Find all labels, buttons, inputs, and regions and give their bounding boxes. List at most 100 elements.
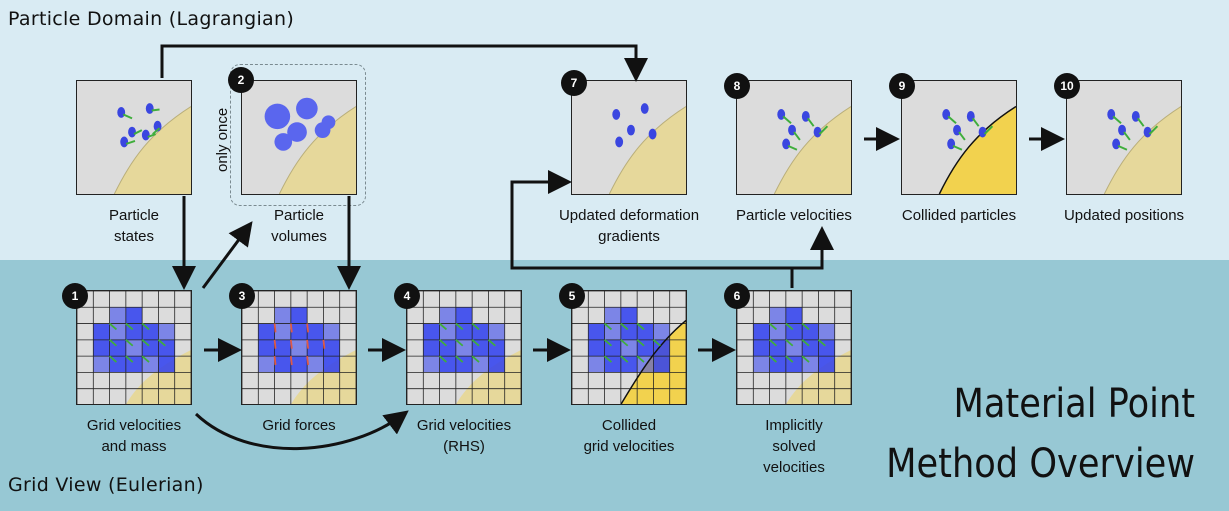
velocity-arrow [1136,117,1145,127]
velocity-arrow [438,322,448,331]
active-grid-cell [653,323,670,340]
step-number-badge: 2 [228,67,254,93]
active-grid-cell [158,323,175,340]
active-grid-cell [423,356,440,373]
velocity-arrow [133,129,143,135]
force-arrow [289,339,293,349]
active-grid-cell [125,307,143,324]
step-caption: Grid forces [209,415,389,436]
velocity-arrow [455,339,464,347]
velocity-arrow [471,339,480,347]
active-grid-cell [423,339,440,357]
step-number-badge: 10 [1054,73,1080,99]
velocity-arrow [1148,125,1159,135]
velocity-arrow [141,339,150,347]
velocity-arrow [785,355,794,363]
caption-line: velocities [763,459,825,476]
particle-dot [141,129,150,141]
active-grid-cell [93,339,110,357]
step-number-badge: 1 [62,283,88,309]
particle-dot [947,138,956,150]
active-grid-cell [488,356,505,373]
title-line-2: Method Overview [886,441,1195,487]
caption-line: Particle [273,207,325,224]
velocity-arrow [768,322,778,331]
active-grid-cell [423,323,440,340]
active-grid-cell [258,323,275,340]
velocity-arrow [603,355,613,363]
velocity-arrow [157,339,166,347]
velocity-arrow [147,133,156,138]
particle-dot [978,126,987,138]
force-arrow [322,339,326,349]
particle-dot [813,126,822,138]
velocity-arrow [122,113,133,120]
caption-line: Particle [108,207,160,224]
velocity-arrow [768,339,778,347]
step-panel-5 [571,290,687,405]
velocity-arrow [782,115,792,124]
active-grid-cell [455,307,473,324]
step-panel-3 [241,290,357,405]
velocity-arrow [785,339,794,347]
caption-line: Particle velocities [736,207,852,224]
particle-volume [296,97,318,120]
active-grid-cell [290,356,308,373]
active-grid-cell [258,339,275,357]
particle-dot [640,103,649,114]
step-number-badge: 5 [559,283,585,309]
active-grid-cell [307,323,324,340]
velocity-arrow [1123,131,1131,141]
step-panel-8 [736,80,852,195]
step-caption: Collided particles [869,205,1049,226]
velocity-arrow [620,339,629,347]
active-grid-cell [93,323,110,340]
particle-dot [782,138,791,150]
particle-dot [1112,138,1121,150]
caption-line: and mass [101,438,167,455]
velocity-arrow [471,322,480,331]
force-arrow [289,356,293,366]
velocity-arrow [793,131,801,141]
particle-volume [274,133,293,151]
step-panel-6 [736,290,852,405]
caption-line: Grid velocities [86,417,182,434]
velocity-arrow [438,339,448,347]
velocity-arrow [152,127,161,135]
step-panel-particle-states [76,80,192,195]
velocity-arrow [785,322,794,331]
only-once-label: only once [214,107,231,172]
velocity-arrow [768,355,778,363]
step-caption: Updated positions [1034,205,1214,226]
caption-line: states [113,228,155,245]
velocity-arrow [125,322,134,331]
step-panel-9 [901,80,1017,195]
force-arrow [289,323,293,333]
diagram-title: Material Point Method Overview [886,374,1195,494]
active-grid-cell [274,339,291,357]
active-grid-cell [753,323,770,340]
velocity-arrow [818,125,829,135]
velocity-arrow [958,131,966,141]
velocity-arrow [636,355,645,363]
velocity-arrow [636,322,645,331]
caption-line: Updated positions [1063,207,1185,224]
velocity-arrow [806,117,815,127]
velocity-arrow [151,108,160,112]
grid-view-label: Grid View (Eulerian) [8,474,204,496]
force-arrow [306,339,310,349]
step-caption: Particle velocities [704,205,884,226]
velocity-arrow [603,339,613,347]
particle-dot [120,136,129,148]
title-line-1: Material Point [953,381,1195,427]
force-arrow [273,323,277,333]
active-grid-cell [307,356,324,373]
active-grid-cell [769,307,786,324]
velocity-arrow [952,144,963,151]
velocity-arrow [947,115,957,124]
active-grid-cell [307,339,324,357]
velocity-arrow [108,355,118,363]
particle-dot [117,107,126,118]
